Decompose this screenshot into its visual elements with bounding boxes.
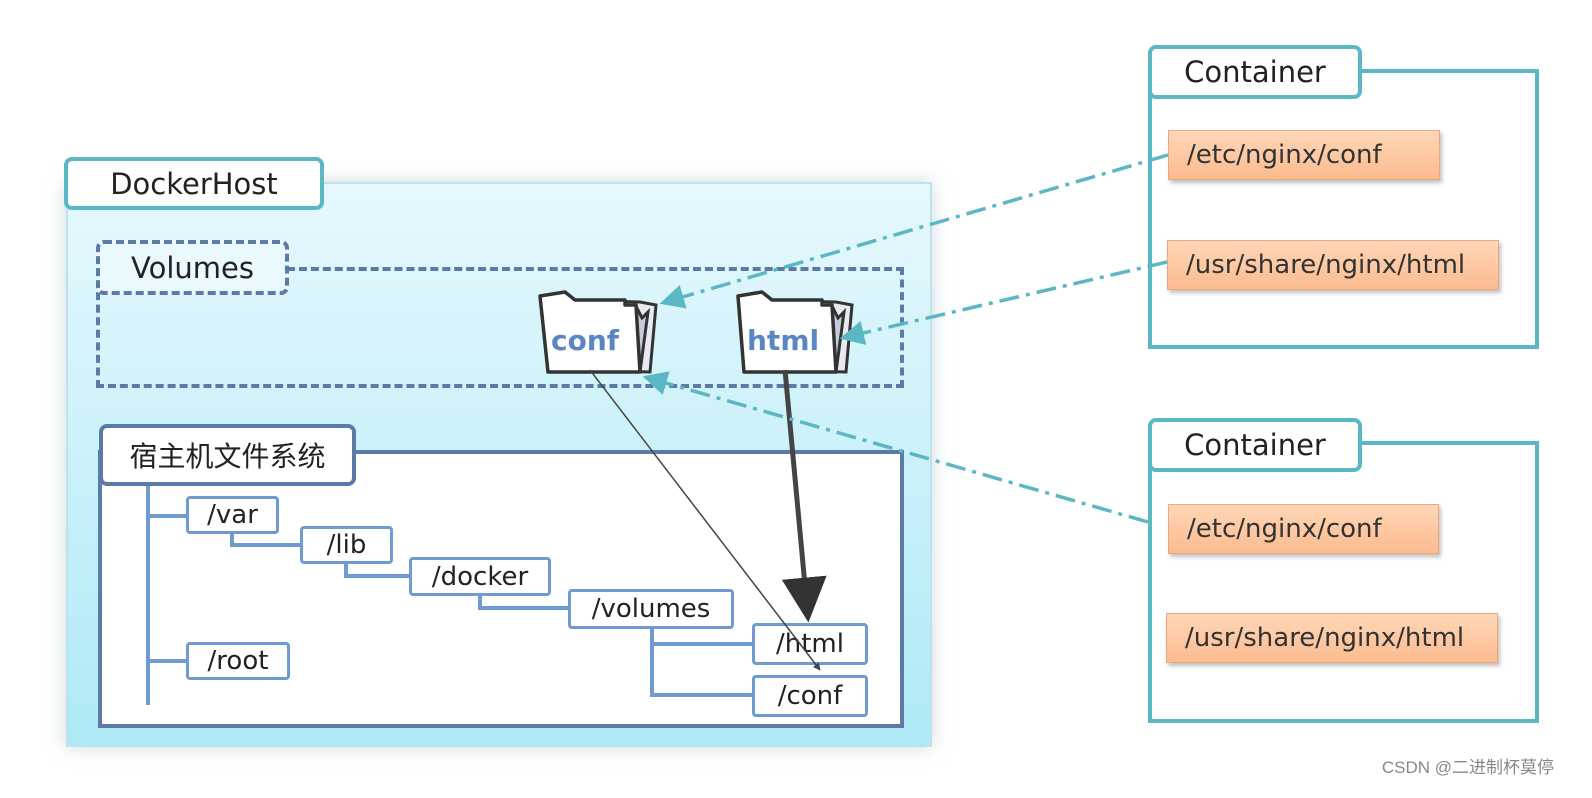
dir-var: /var — [186, 496, 279, 534]
html-folder-icon: html — [736, 290, 854, 374]
dir-volumes: /volumes — [568, 589, 734, 629]
tree-branch-docker — [344, 562, 409, 578]
dir-conf: /conf — [752, 675, 868, 717]
container-2-box — [1148, 441, 1539, 723]
html-folder-label: html — [747, 324, 819, 357]
volumes-box — [96, 267, 904, 388]
host-fs-title: 宿主机文件系统 — [99, 424, 356, 486]
conf-folder-icon: conf — [538, 290, 658, 374]
conf-volume-to-host-arrow — [589, 369, 821, 671]
container-2-html-path: /usr/share/nginx/html — [1166, 613, 1498, 663]
container-2-title: Container — [1148, 418, 1362, 472]
tree-branch-lib — [230, 532, 300, 547]
container-1-box — [1148, 69, 1539, 349]
html-volume-to-host-arrow — [781, 369, 827, 623]
dir-lib: /lib — [300, 526, 393, 564]
container-1-html-path: /usr/share/nginx/html — [1167, 240, 1499, 290]
tree-branch-conf — [650, 626, 752, 697]
watermark: CSDN @二进制杯莫停 — [1381, 758, 1554, 777]
conf-folder-label: conf — [551, 324, 620, 357]
c2-conf-mount-arrow — [642, 371, 1149, 524]
c1-html-mount-arrow — [839, 260, 1168, 345]
c1-conf-mount-arrow — [659, 153, 1169, 309]
dir-docker: /docker — [409, 557, 551, 596]
container-2-conf-path: /etc/nginx/conf — [1168, 504, 1439, 554]
container-1-conf-path: /etc/nginx/conf — [1168, 130, 1440, 180]
dir-root: /root — [186, 642, 290, 680]
container-1-title: Container — [1148, 45, 1362, 99]
docker-host-title: DockerHost — [64, 157, 324, 210]
volumes-title: Volumes — [96, 240, 289, 295]
tree-branch-volumes — [478, 594, 568, 610]
